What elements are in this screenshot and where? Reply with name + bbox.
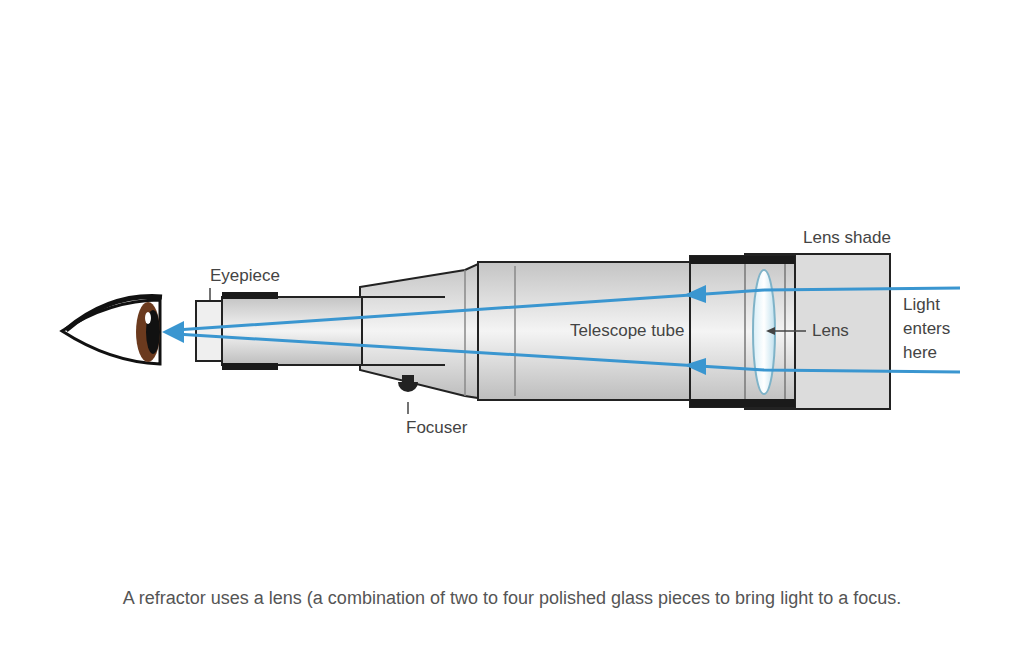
leader-arrowhead [766,327,775,335]
eyepiece-knurl [222,292,278,299]
caption: A refractor uses a lens (a combination o… [0,588,1024,609]
drawtube-edge [362,364,445,366]
telescope-tube [478,262,722,400]
ray-arrowhead [684,358,706,375]
focuser-body [360,264,478,398]
leader-line [209,288,211,300]
eye-highlight [145,312,151,324]
leader-line [774,330,806,332]
eyepiece-knurl [222,363,278,370]
eyepiece-lens [196,301,222,361]
cell-flange [690,256,795,264]
eyepiece-barrel [222,297,362,365]
part-label: Lens [812,321,849,341]
part-label: Light enters here [903,293,965,365]
pupil [146,310,160,354]
ray-arrowhead [684,285,706,303]
focuser-knob [398,382,418,392]
ray-arrowhead [162,321,184,343]
cell-flange [690,399,795,407]
part-label: Focuser [406,418,467,438]
part-label: Lens shade [803,228,891,248]
drawtube-edge [362,296,445,298]
leader-line [407,402,409,414]
focuser-ring [464,270,466,396]
focuser-knob [402,375,414,383]
eye-outline [62,300,160,364]
part-label: Telescope tube [570,321,684,341]
cell-ring [744,264,746,399]
part-label: Eyepiece [210,266,280,286]
lens-shade [745,254,890,409]
tube-ring [514,266,516,396]
iris [136,302,160,362]
